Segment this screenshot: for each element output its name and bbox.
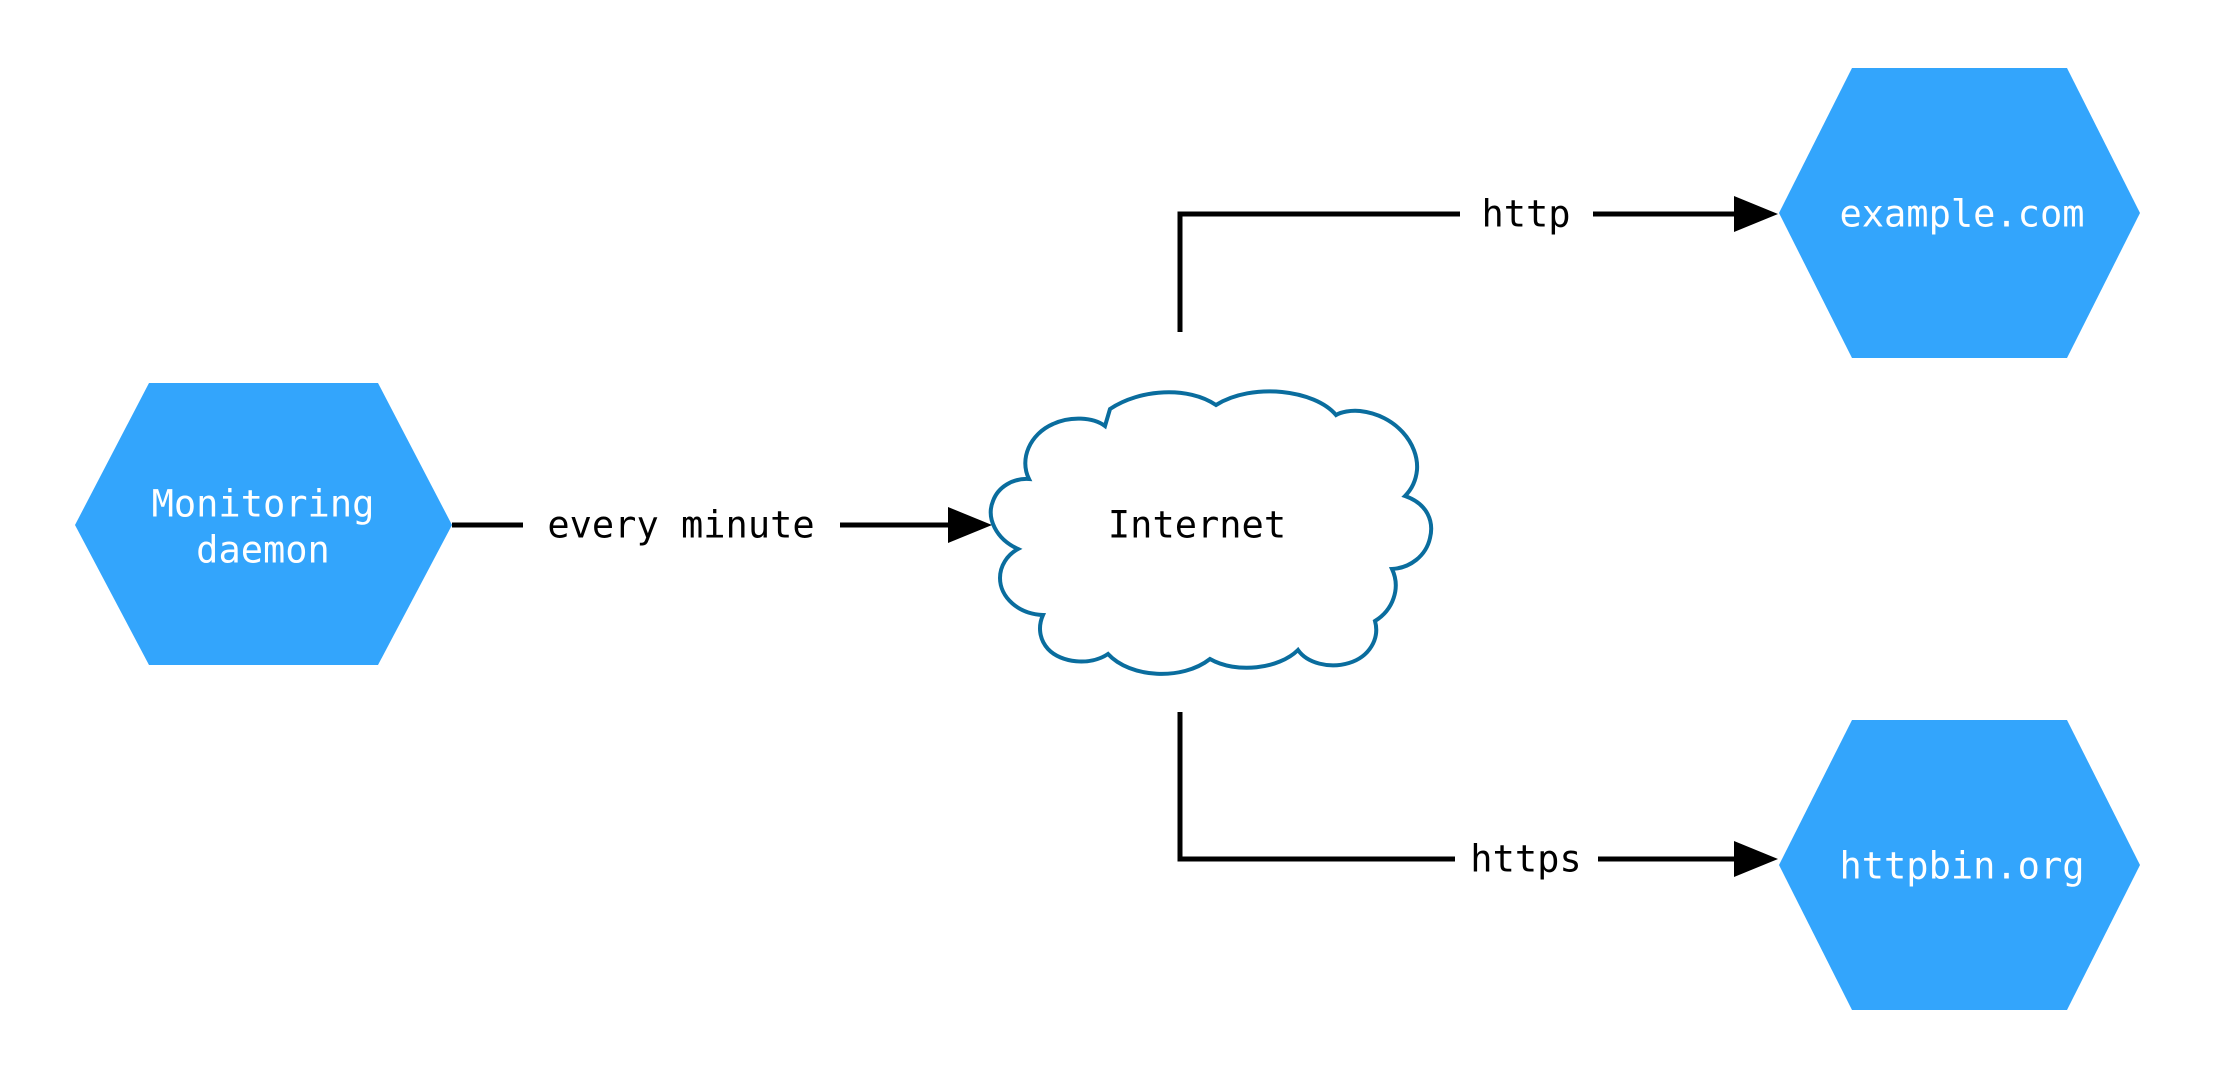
arrowhead-icon-internet-httpbin — [1734, 841, 1778, 877]
arrowhead-icon-daemon-internet — [948, 507, 992, 543]
edge-internet-example[interactable]: http — [1177, 193, 1778, 333]
node-internet[interactable]: Internet — [988, 389, 1434, 676]
hexagon-shape-httpbin-org — [1779, 720, 2140, 1010]
node-monitoring-daemon[interactable]: Monitoring daemon — [75, 383, 452, 665]
node-label-monitoring-daemon-line1: Monitoring — [152, 483, 375, 526]
arrowhead-icon-internet-example — [1734, 196, 1778, 232]
edge-daemon-internet[interactable]: every minute — [452, 504, 992, 547]
node-example-com[interactable]: example.com — [1779, 68, 2140, 358]
node-label-example-com: example.com — [1839, 193, 2084, 236]
edge-internet-example-elbow — [1177, 211, 1460, 332]
node-label-monitoring-daemon-line2: daemon — [196, 529, 330, 572]
cloud-shape-internet — [988, 389, 1434, 676]
edge-label-http: http — [1481, 193, 1570, 236]
edge-internet-httpbin[interactable]: https — [1177, 712, 1778, 881]
edge-label-every-minute: every minute — [547, 504, 814, 547]
hexagon-shape-monitoring-daemon — [75, 383, 452, 665]
hexagon-shape-example-com — [1779, 68, 2140, 358]
edge-label-https: https — [1470, 838, 1581, 881]
edge-internet-httpbin-elbow — [1177, 712, 1455, 862]
node-httpbin-org[interactable]: httpbin.org — [1779, 720, 2140, 1010]
node-label-internet: Internet — [1108, 504, 1286, 547]
node-label-httpbin-org: httpbin.org — [1839, 845, 2084, 888]
